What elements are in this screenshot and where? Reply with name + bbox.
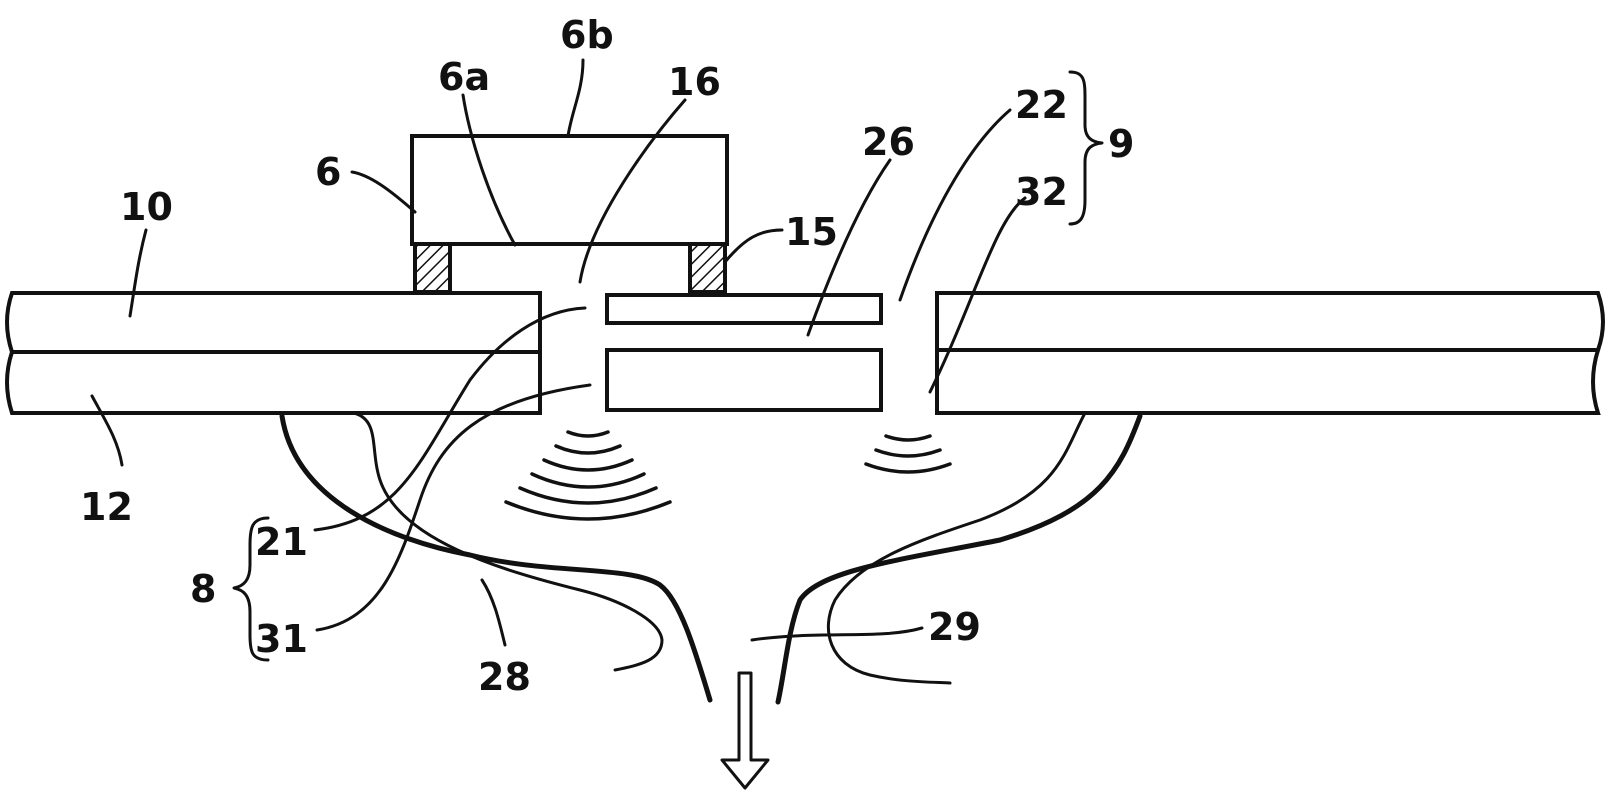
leader-29 [750,626,924,642]
label-22: 22 [1015,83,1068,127]
label-12: 12 [80,485,133,529]
right-plate-upper [935,291,1605,352]
label-32: 32 [1015,170,1068,214]
label-21: 21 [255,520,308,564]
brace-8 [232,516,270,662]
label-8: 8 [190,567,216,611]
leader-15 [723,228,784,264]
flow-arrow-icon [720,671,770,790]
label-9: 9 [1108,122,1134,166]
component-6-body [410,134,729,246]
middle-plate-upper [605,293,883,325]
leader-26 [806,158,892,337]
plate-12 [5,350,542,415]
wave-group-right [864,434,952,474]
leader-10 [128,228,148,318]
flow-line-28-inner [352,411,664,672]
brace-9 [1068,70,1104,226]
seal-left [413,242,452,294]
label-16: 16 [668,60,721,104]
label-15: 15 [785,210,838,254]
label-6: 6 [315,150,341,194]
flow-line-28-outer [279,413,713,703]
right-plate-lower [935,348,1601,415]
middle-plate-lower [605,348,883,412]
label-6a: 6a [438,55,490,99]
label-26: 26 [862,120,915,164]
label-10: 10 [120,185,173,229]
leader-31 [315,383,592,632]
label-6b: 6b [560,13,614,57]
wave-group-left [504,430,672,521]
leader-6a [461,93,517,247]
leader-21 [313,306,587,532]
plate-10 [5,291,542,354]
leader-12 [90,394,124,467]
label-29: 29 [928,605,981,649]
label-28: 28 [478,655,531,699]
leader-6 [350,170,417,214]
flow-line-29-outer [775,413,1143,705]
leader-16 [578,98,687,284]
flow-line-29-inner [826,411,1087,685]
leader-32 [928,196,1027,394]
leader-28 [480,578,507,647]
leader-6b [566,58,585,138]
seal-right [688,242,727,294]
label-31: 31 [255,617,308,661]
leader-22 [898,108,1012,302]
